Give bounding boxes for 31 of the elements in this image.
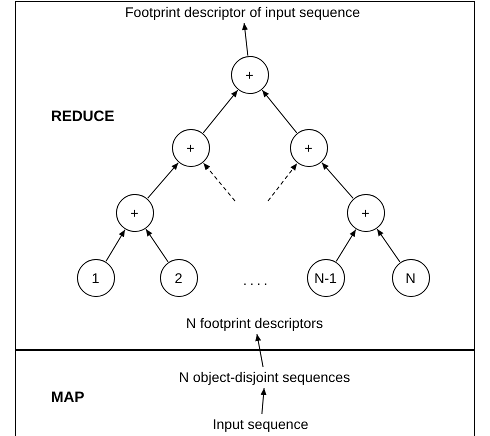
descriptors-text: N footprint descriptors xyxy=(174,312,336,334)
sum-node: + xyxy=(172,128,210,166)
input-node: 2 xyxy=(160,258,198,296)
arrow xyxy=(321,162,354,199)
stage-label: REDUCE xyxy=(51,108,114,125)
map-panel xyxy=(15,350,475,436)
sum-node: + xyxy=(116,194,154,232)
arrow xyxy=(106,229,126,262)
stage-label: MAP xyxy=(51,389,84,406)
arrow xyxy=(260,388,266,414)
input-node: N-1 xyxy=(306,258,344,296)
input-node: N xyxy=(392,258,430,296)
arrow xyxy=(262,90,298,134)
arrow xyxy=(147,162,179,199)
sum-node: + xyxy=(230,56,268,94)
sum-node: + xyxy=(346,194,384,232)
input-text: Input sequence xyxy=(196,414,324,434)
arrow xyxy=(202,90,238,134)
input-node: 1 xyxy=(76,258,114,296)
ellipsis-text: .... xyxy=(243,272,271,288)
arrow xyxy=(145,228,169,262)
arrow xyxy=(376,228,400,262)
dashed-arrow xyxy=(202,162,236,202)
sequences-text: N object-disjoint sequences xyxy=(150,366,380,388)
sum-node: + xyxy=(290,128,328,166)
dashed-arrow xyxy=(268,162,298,202)
output-text: Footprint descriptor of input sequence xyxy=(82,2,404,22)
arrow xyxy=(336,229,356,262)
arrow xyxy=(242,22,248,56)
reduce-panel xyxy=(15,1,475,350)
arrow xyxy=(255,334,264,368)
